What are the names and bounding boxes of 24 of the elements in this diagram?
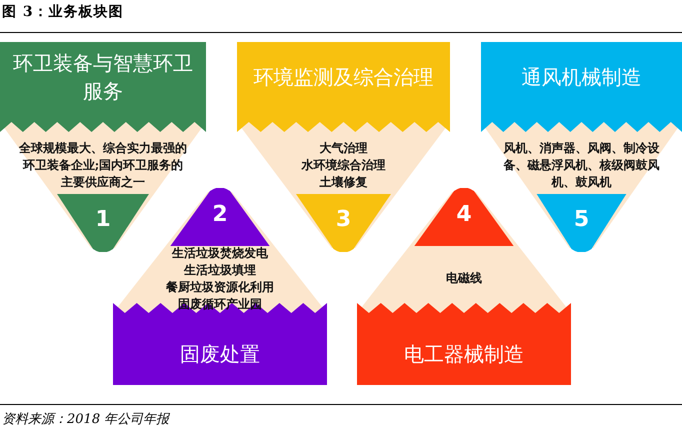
segment-heading: 环卫装备与智慧环卫服务 xyxy=(12,50,194,105)
segment-heading: 固废处置 xyxy=(179,341,261,368)
segment-description: 风机、消声器、风阀、制冷设备、磁悬浮风机、核级阀鼓风机、鼓风机 xyxy=(502,140,660,191)
segment-description: 水环境综合治理 xyxy=(302,157,386,174)
source-note: 资料来源：2018 年公司年报 xyxy=(2,411,170,428)
pencil-shape xyxy=(481,42,682,252)
segment-heading: 通风机械制造 xyxy=(520,64,642,91)
segment-number: 3 xyxy=(334,207,352,233)
segment-description: 生活垃圾焚烧发电 xyxy=(172,244,268,262)
segment-number: 5 xyxy=(572,207,590,233)
segment-number: 2 xyxy=(211,202,229,228)
segment-description: 土壤修复 xyxy=(320,174,368,191)
pencil-shape xyxy=(113,188,327,385)
segment-number: 1 xyxy=(94,207,112,233)
segment-description: 全球规模最大、综合实力最强的环卫装备企业;国内环卫服务的主要供应商之一 xyxy=(18,140,188,191)
segment-description: 大气治理 xyxy=(320,140,368,157)
pencil-shape xyxy=(357,188,571,385)
segment-number: 4 xyxy=(455,202,473,228)
segment-heading: 环境监测及综合治理 xyxy=(252,64,434,91)
segment-description: 餐厨垃圾资源化利用 xyxy=(166,278,274,296)
segment-heading: 电工器械制造 xyxy=(403,341,525,368)
figure-title: 图 3：业务板块图 xyxy=(2,3,124,21)
segment-description: 生活垃圾填埋 xyxy=(184,262,256,278)
segment-description: 电磁线 xyxy=(445,270,483,287)
